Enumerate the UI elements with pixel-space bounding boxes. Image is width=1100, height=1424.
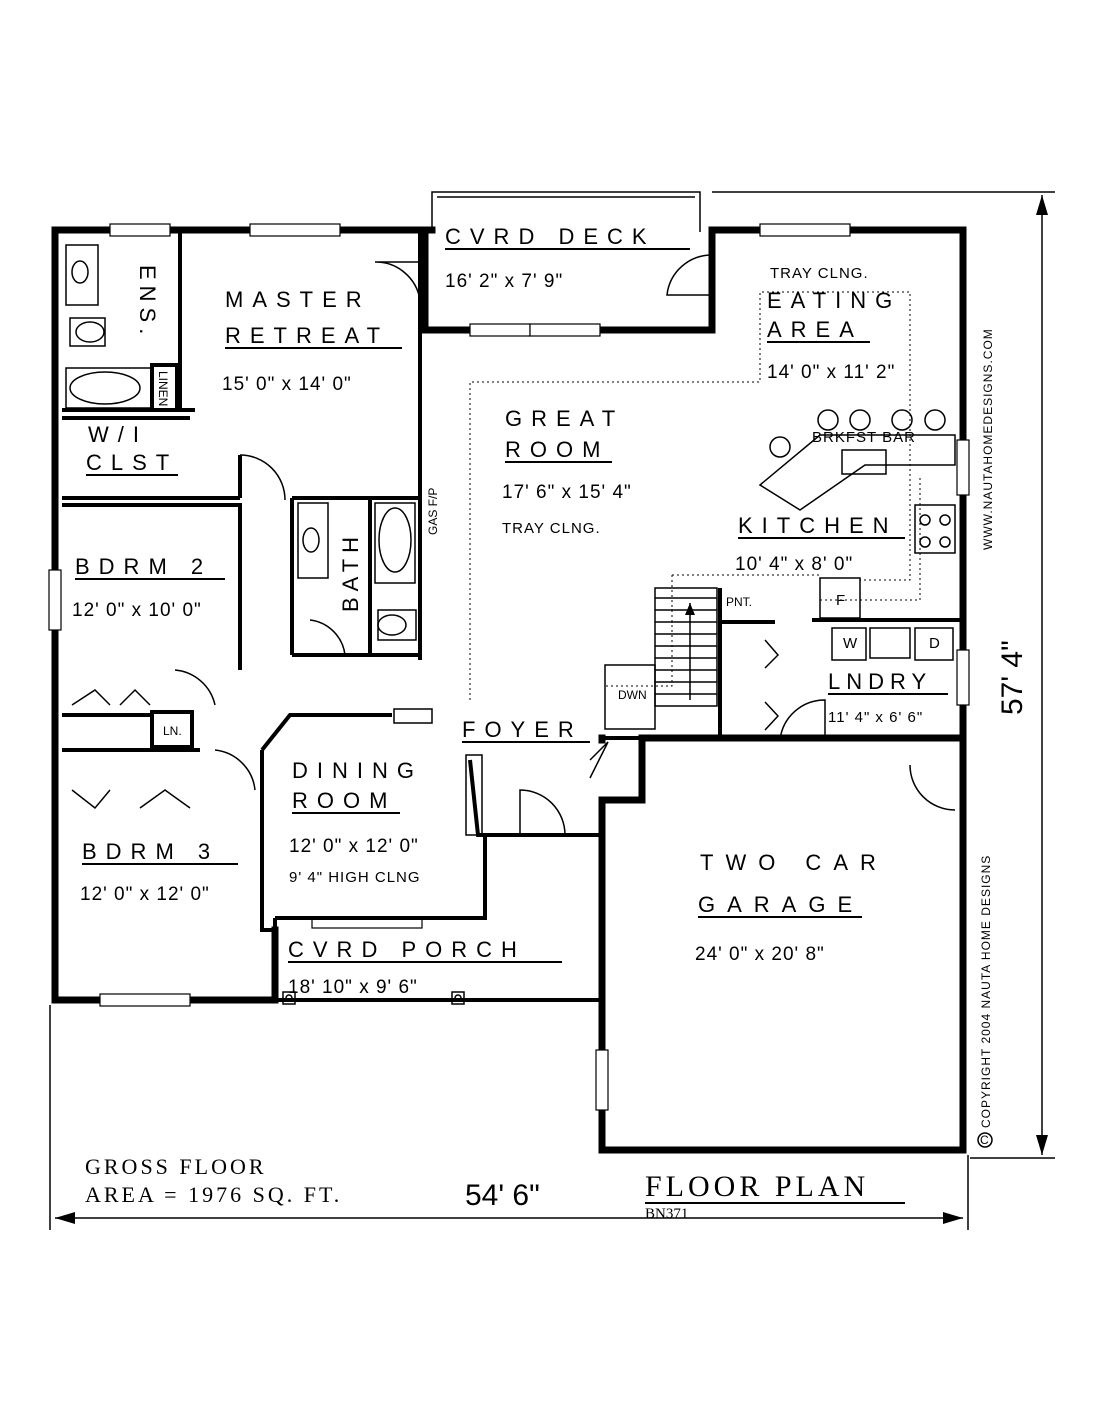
dimension-lines — [49, 191, 1055, 1230]
great-tray-label: TRAY CLNG. — [502, 520, 601, 537]
porch-posts — [282, 991, 465, 1005]
dining-label-2: ROOM — [292, 788, 396, 813]
garage-label-2: GARAGE — [698, 892, 864, 917]
stairs — [604, 587, 718, 730]
eating-dim: 14' 0" x 11' 2" — [767, 362, 895, 383]
linen-label: LINEN — [156, 371, 170, 406]
dining-dim: 12' 0" x 12' 0" — [289, 836, 419, 857]
eating-tray-label: TRAY CLNG. — [770, 265, 869, 282]
bdrm2-dim: 12' 0" x 10' 0" — [72, 600, 202, 621]
deck-outline — [431, 191, 701, 232]
great-label-1: GREAT — [505, 406, 624, 431]
interior-walls — [62, 230, 963, 1002]
bdrm3-dim: 12' 0" x 12' 0" — [80, 884, 210, 905]
laundry-label: LNDRY — [828, 669, 932, 694]
laundry-dim: 11' 4" x 6' 6" — [828, 709, 923, 726]
website-label: WWW.NAUTAHOMEDESIGNS.COM — [981, 328, 995, 550]
gross-area-line-2: AREA = 1976 SQ. FT. — [85, 1182, 342, 1207]
copyright-symbol: C — [980, 1133, 989, 1147]
garage-dim: 24' 0" x 20' 8" — [695, 944, 825, 965]
great-label-2: ROOM — [505, 437, 609, 462]
porch-dim: 18' 10" x 9' 6" — [288, 977, 418, 998]
bdrm2-label: BDRM 2 — [75, 554, 212, 579]
fixtures — [65, 244, 956, 836]
width-dimension: 54' 6" — [465, 1179, 540, 1212]
plan-title: FLOOR PLAN — [645, 1170, 869, 1203]
sheet-labels: GROSS FLOOR AREA = 1976 SQ. FT. 54' 6" 5… — [85, 328, 1029, 1222]
eating-label-2: AREA — [767, 317, 863, 342]
fridge-label: F — [836, 592, 846, 609]
deck-dim: 16' 2" x 7' 9" — [445, 271, 563, 292]
master-label-2: RETREAT — [225, 323, 389, 348]
windows — [48, 223, 970, 1111]
dining-label-1: DINING — [292, 758, 423, 783]
pantry-label: PNT. — [726, 595, 752, 609]
bath-label: BATH — [338, 531, 363, 612]
kitchen-label: KITCHEN — [738, 513, 898, 538]
dining-ceiling: 9' 4" HIGH CLNG — [289, 869, 421, 886]
gas-fp-label: GAS F/P — [426, 488, 440, 535]
down-label: DWN — [618, 688, 647, 702]
gross-area-line-1: GROSS FLOOR — [85, 1154, 267, 1179]
master-dim: 15' 0" x 14' 0" — [222, 374, 352, 395]
kitchen-dim: 10' 4" x 8' 0" — [735, 554, 853, 575]
plan-number: BN371 — [645, 1206, 688, 1222]
deck-label: CVRD DECK — [445, 224, 656, 249]
master-label-1: MASTER — [225, 287, 371, 312]
ceiling-lines — [469, 291, 921, 700]
room-labels: ENS. LINEN W/I CLST MASTER RETREAT 15' 0… — [72, 224, 948, 998]
garage-label-1: TWO CAR — [700, 850, 888, 875]
doors — [71, 254, 956, 836]
dryer-label: D — [929, 635, 941, 652]
copyright-label: COPYRIGHT 2004 NAUTA HOME DESIGNS — [979, 855, 993, 1128]
depth-dimension: 57' 4" — [996, 640, 1029, 715]
bdrm3-label: BDRM 3 — [82, 839, 219, 864]
wi-clst-label-2: CLST — [86, 450, 178, 475]
great-dim: 17' 6" x 15' 4" — [502, 482, 632, 503]
linen-closet-label: LN. — [163, 724, 182, 738]
foyer-label: FOYER — [462, 717, 583, 742]
washer-label: W — [843, 635, 858, 652]
wi-clst-label-1: W/I — [88, 422, 148, 447]
brkfst-bar-label: BRKFST BAR — [812, 429, 916, 446]
porch-label: CVRD PORCH — [288, 937, 526, 962]
ens-label: ENS. — [135, 265, 160, 340]
eating-label-1: EATING — [767, 288, 901, 313]
